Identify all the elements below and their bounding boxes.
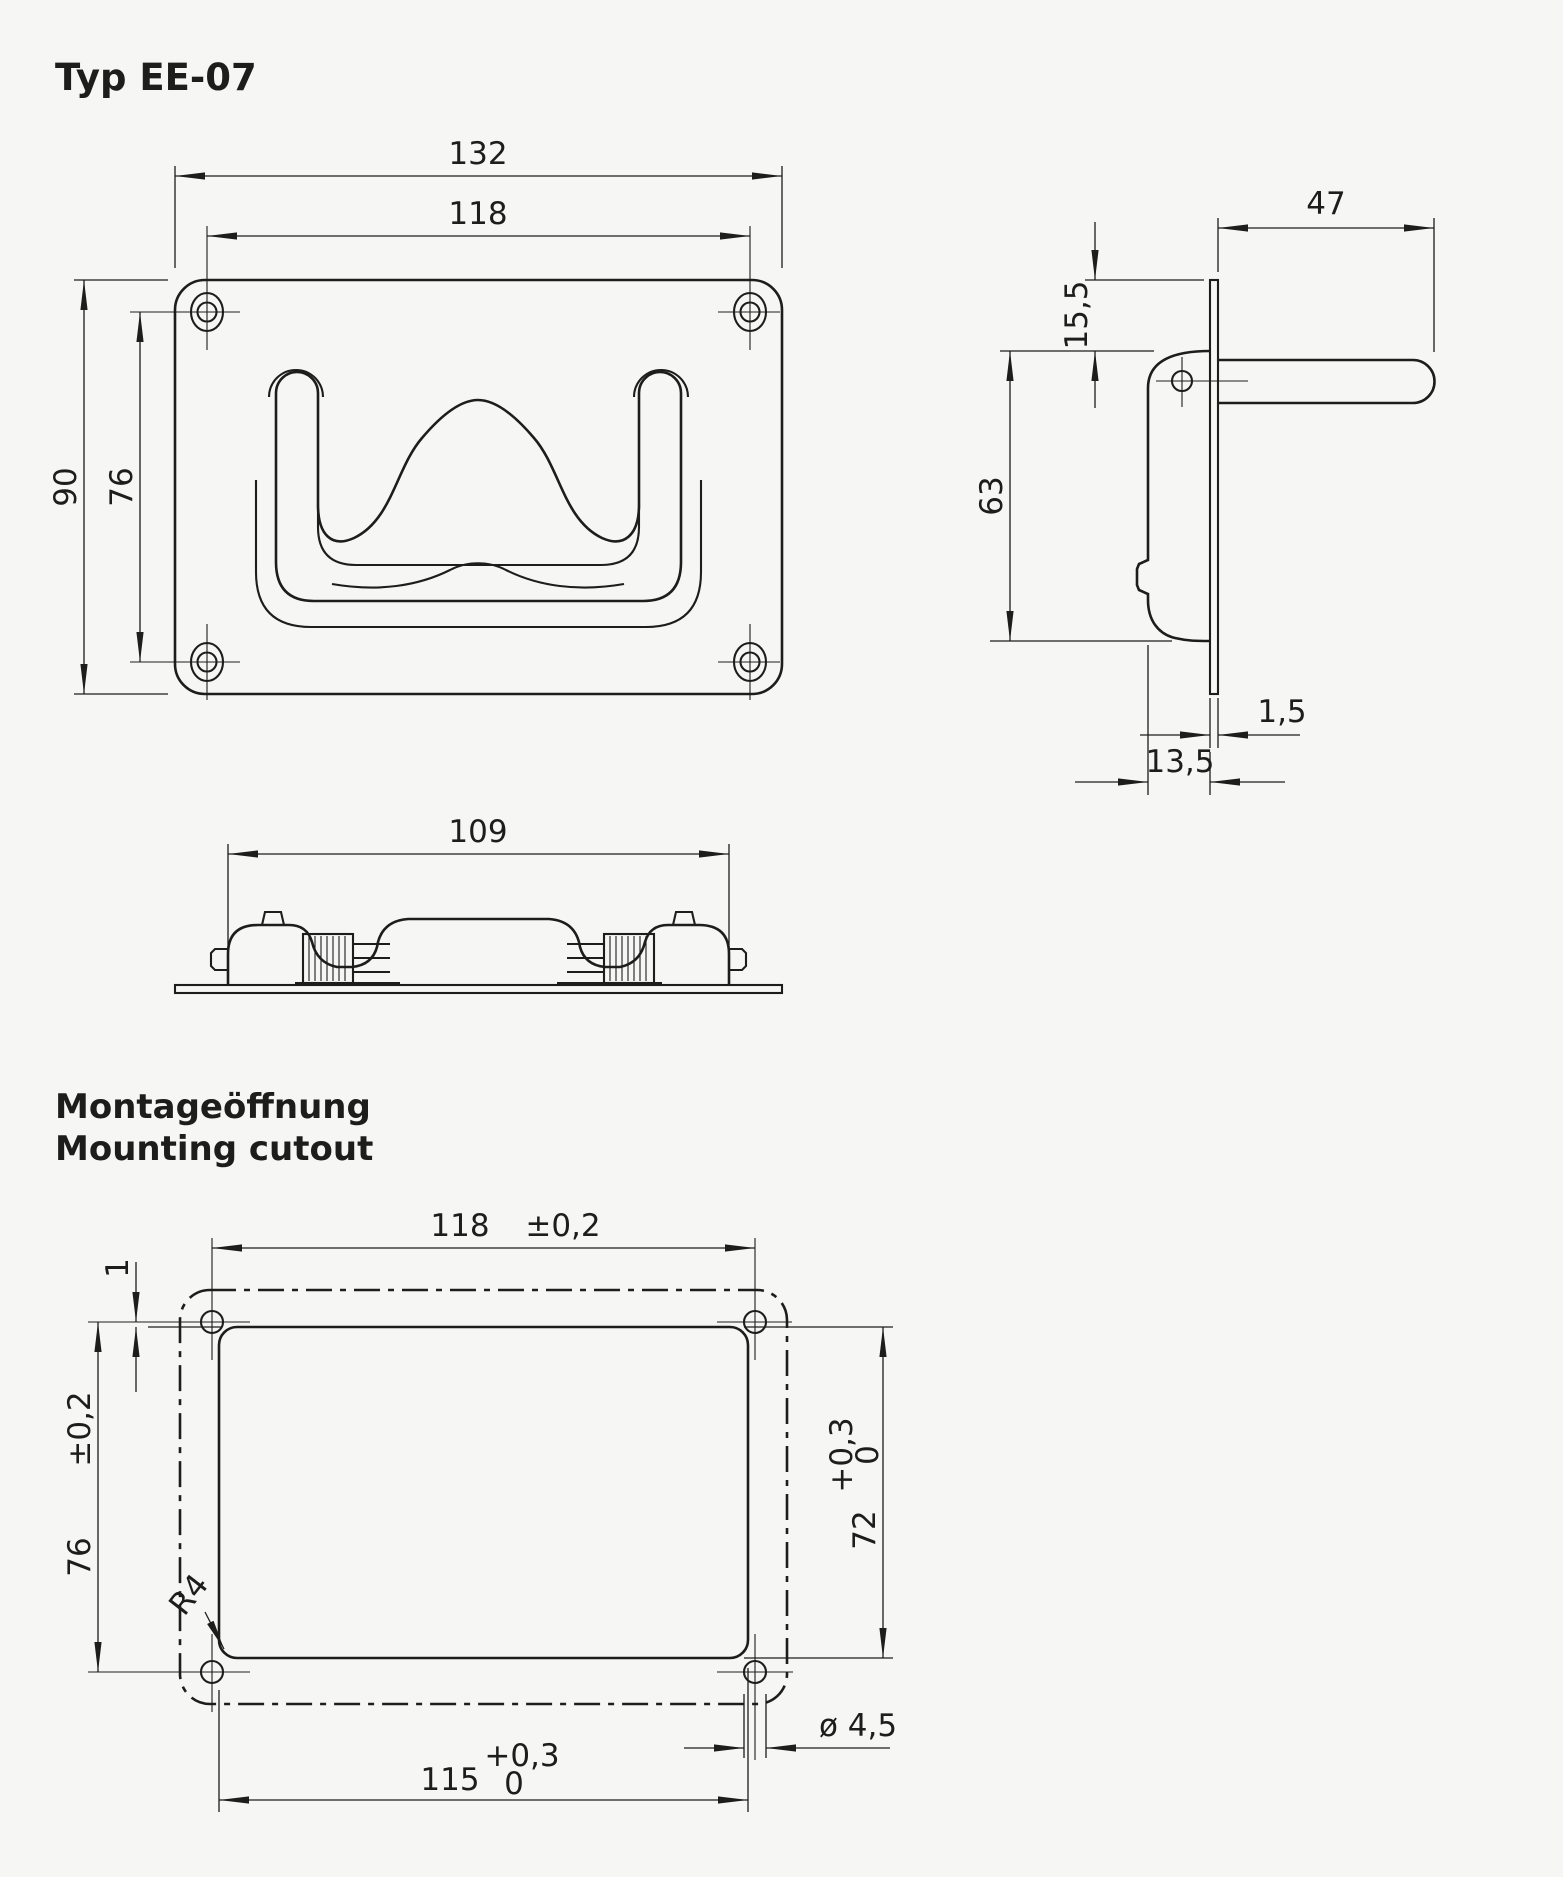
dim-label-47: 47 [1306, 186, 1345, 222]
side-dimensions [990, 218, 1435, 795]
dim-label-r4: R4 [162, 1568, 216, 1623]
front-screw-holes [130, 226, 780, 700]
dim-label-76-cutout-group: 76 ±0,2 [62, 1391, 98, 1576]
handle-arm-cap-right [637, 370, 683, 394]
bottom-dimensions [227, 844, 730, 948]
side-recess-pan-profile [1135, 349, 1211, 643]
cutout-hole-centerlines [88, 1238, 793, 1760]
cutout-plate-phantom-outline [178, 1288, 789, 1706]
dim-label-1-5: 1,5 [1257, 694, 1306, 730]
bottom-base-plate [173, 983, 784, 995]
dim-label-109: 109 [448, 814, 507, 850]
dim-label-13-5: 13,5 [1145, 744, 1214, 780]
recess-cap-right [632, 368, 690, 398]
dim-label-115: 115 [420, 1762, 479, 1798]
dim-label-72-tol-group: +0,3 0 [824, 1417, 886, 1492]
dim-label-72-tol-zero: 0 [850, 1445, 886, 1465]
dim-label-76-tol: ±0,2 [62, 1391, 98, 1466]
dim-label-72: 72 [847, 1510, 883, 1549]
dim-label-118-cutout: 118 [430, 1208, 489, 1244]
cutout-opening [217, 1325, 750, 1660]
front-view: 132 118 90 76 [48, 136, 784, 700]
recess-dome [316, 398, 641, 543]
handle-bail-outer [274, 393, 683, 603]
handle-grip-edge [331, 562, 625, 589]
side-pivot-centerlines [1156, 357, 1248, 407]
dim-label-72-tol-plus: +0,3 [824, 1417, 860, 1492]
bottom-view: 109 [173, 814, 784, 995]
recess-cap-left [267, 368, 325, 398]
dim-label-118: 118 [448, 196, 507, 232]
cutout-dimensions [94, 1244, 893, 1812]
dim-label-90: 90 [48, 467, 84, 506]
mounting-cutout-view: 118 ±0,2 1 76 ±0,2 72 +0,3 0 R4 115 +0,3… [62, 1208, 897, 1812]
handle-arm-cap-left [274, 370, 320, 394]
dim-label-76-cutout: 76 [62, 1537, 98, 1576]
dim-label-76: 76 [104, 467, 140, 506]
dim-label-115-tol-zero: 0 [504, 1766, 524, 1802]
handle-bail-inner-bottom [316, 505, 641, 567]
cutout-heading-en: Mounting cutout [55, 1129, 373, 1169]
bottom-clip-right [729, 947, 748, 972]
dim-label-118-tol: ±0,2 [525, 1208, 600, 1244]
dim-label-1: 1 [100, 1258, 136, 1278]
bottom-pan-profile [226, 917, 731, 985]
front-dimensions [74, 166, 783, 695]
dim-label-15-5: 15,5 [1059, 280, 1095, 349]
recess-pan-rim [254, 480, 703, 629]
cutout-heading-de: Montageöffnung [55, 1087, 371, 1127]
front-handle-recess [254, 368, 703, 629]
dim-label-132: 132 [448, 136, 507, 172]
dim-label-63: 63 [974, 476, 1010, 515]
front-plate-outline [173, 278, 784, 696]
side-flange-plate [1208, 278, 1220, 696]
hole-centerlines [130, 226, 780, 700]
cutout-holes [88, 1238, 793, 1760]
bottom-tab-left [260, 910, 286, 926]
bottom-clip-left [209, 947, 228, 972]
dim-label-115-tol-plus: +0,3 [484, 1738, 559, 1774]
dim-label-hole-diameter: ø 4,5 [819, 1708, 897, 1744]
spring-left [295, 932, 400, 985]
spring-right [557, 932, 662, 985]
page-title: Typ EE-07 [55, 56, 257, 99]
leader-r4 [204, 1611, 225, 1650]
side-view: 47 15,5 63 1,5 13,5 [974, 186, 1436, 795]
side-handle-extended [1218, 358, 1436, 405]
bottom-tab-right [671, 910, 697, 926]
